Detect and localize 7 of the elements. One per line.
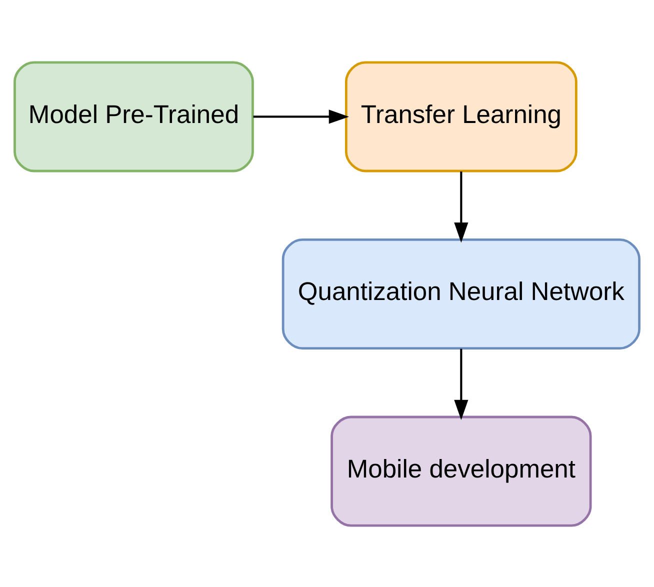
- node-box: Transfer Learning: [344, 60, 578, 172]
- node-box: Quantization Neural Network: [282, 238, 640, 349]
- arrow: [253, 109, 350, 124]
- arrow: [454, 348, 468, 420]
- node-box: Mobile development: [330, 415, 592, 526]
- arrow: [454, 170, 468, 242]
- node-box: Model Pre-Trained: [14, 60, 254, 172]
